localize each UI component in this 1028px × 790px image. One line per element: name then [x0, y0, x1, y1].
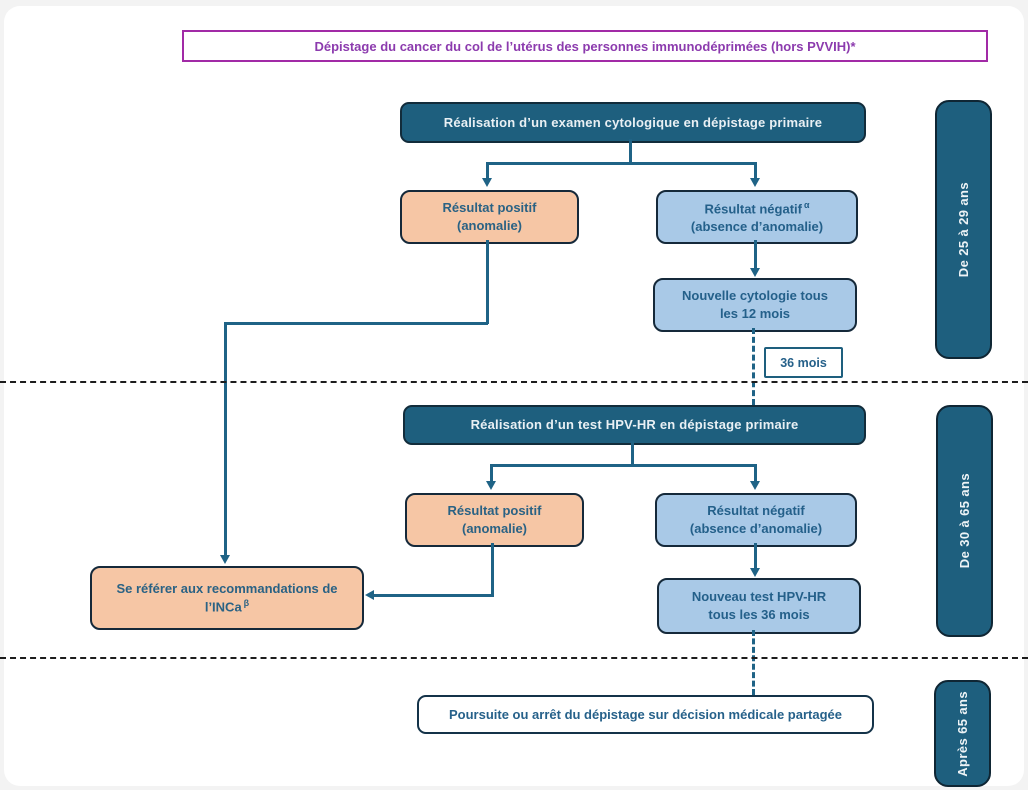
negative2-line1: Résultat négatif: [707, 503, 805, 519]
page-title: Dépistage du cancer du col de l’utérus d…: [314, 38, 856, 54]
age-band-25-29-label: De 25 à 29 ans: [956, 181, 971, 278]
arrow-down-followup2-icon: [750, 568, 760, 577]
title-banner: Dépistage du cancer du col de l’utérus d…: [182, 30, 988, 62]
cytology-screening-header-box: Réalisation d’un examen cytologique en d…: [400, 102, 866, 143]
age-band-after-65-label: Après 65 ans: [955, 690, 970, 777]
negative2-line2: (absence d’anomalie): [689, 521, 823, 536]
connector-stub-header1: [629, 139, 632, 164]
hpv-screening-header-box: Réalisation d’un test HPV-HR en dépistag…: [403, 405, 866, 445]
followup1-line2: les 12 mois: [719, 306, 791, 321]
positive1-line1: Résultat positif: [442, 200, 537, 216]
connector-to-positive1: [486, 162, 489, 179]
connector-to-negative2: [754, 464, 757, 481]
connector-positive2-left: [374, 594, 493, 597]
connector-positive1-left: [224, 322, 488, 325]
age-separator-2: [0, 657, 1028, 659]
arrow-left-inca-icon: [365, 590, 374, 600]
arrow-down-positive1-icon: [482, 178, 492, 187]
age-separator-1: [0, 381, 1028, 383]
age-band-after-65: Après 65 ans: [934, 680, 991, 787]
positive1-line2: (anomalie): [456, 218, 522, 233]
age-band-30-65: De 30 à 65 ans: [936, 405, 993, 637]
beta-superscript: β: [243, 598, 250, 609]
dashed-connector-after-65: [752, 630, 755, 695]
connector-stub-header2: [631, 441, 634, 466]
connector-positive1-to-inca: [224, 322, 227, 556]
dashed-connector-36-months: [752, 328, 755, 405]
connector-branch-header2: [490, 464, 756, 467]
followup2-line1: Nouveau test HPV-HR: [691, 589, 827, 605]
inca-referral-box: Se référer aux recommandations de l’INCa…: [90, 566, 364, 630]
connector-positive2-down: [491, 543, 494, 597]
positive2-line2: (anomalie): [461, 521, 527, 536]
hpv-screening-header-label: Réalisation d’un test HPV-HR en dépistag…: [470, 417, 799, 433]
connector-to-negative1: [754, 162, 757, 179]
arrow-down-negative2-icon: [750, 481, 760, 490]
positive-result-box-2: Résultat positif (anomalie): [405, 493, 584, 547]
connector-to-positive2: [490, 464, 493, 481]
age-band-30-65-label: De 30 à 65 ans: [957, 473, 972, 569]
followup1-line1: Nouvelle cytologie tous: [682, 288, 828, 304]
connector-positive1-down: [486, 240, 489, 324]
final-decision-box: Poursuite ou arrêt du dépistage sur déci…: [417, 695, 874, 734]
inca-referral-line1: Se référer aux recommandations de: [116, 580, 338, 596]
cytology-screening-header-label: Réalisation d’un examen cytologique en d…: [443, 114, 823, 130]
followup-box-2: Nouveau test HPV-HR tous les 36 mois: [657, 578, 861, 634]
age-band-25-29: De 25 à 29 ans: [935, 100, 992, 359]
arrow-down-inca-icon: [220, 555, 230, 564]
alpha-superscript: α: [803, 199, 810, 210]
connector-negative1-followup: [754, 240, 757, 270]
interval-36-months-box: 36 mois: [764, 347, 843, 378]
arrow-down-negative1-icon: [750, 178, 760, 187]
interval-36-months-label: 36 mois: [780, 355, 827, 370]
final-decision-label: Poursuite ou arrêt du dépistage sur déci…: [448, 706, 842, 722]
negative-result-box-2: Résultat négatif (absence d’anomalie): [655, 493, 857, 547]
connector-branch-header1: [486, 162, 756, 165]
arrow-down-followup1-icon: [750, 268, 760, 277]
followup2-line2: tous les 36 mois: [708, 607, 810, 622]
connector-negative2-followup: [754, 543, 757, 571]
positive2-line1: Résultat positif: [447, 503, 542, 519]
negative1-line2: (absence d’anomalie): [690, 218, 824, 234]
followup-box-1: Nouvelle cytologie tous les 12 mois: [653, 278, 857, 332]
positive-result-box-1: Résultat positif (anomalie): [400, 190, 579, 244]
arrow-down-positive2-icon: [486, 481, 496, 490]
